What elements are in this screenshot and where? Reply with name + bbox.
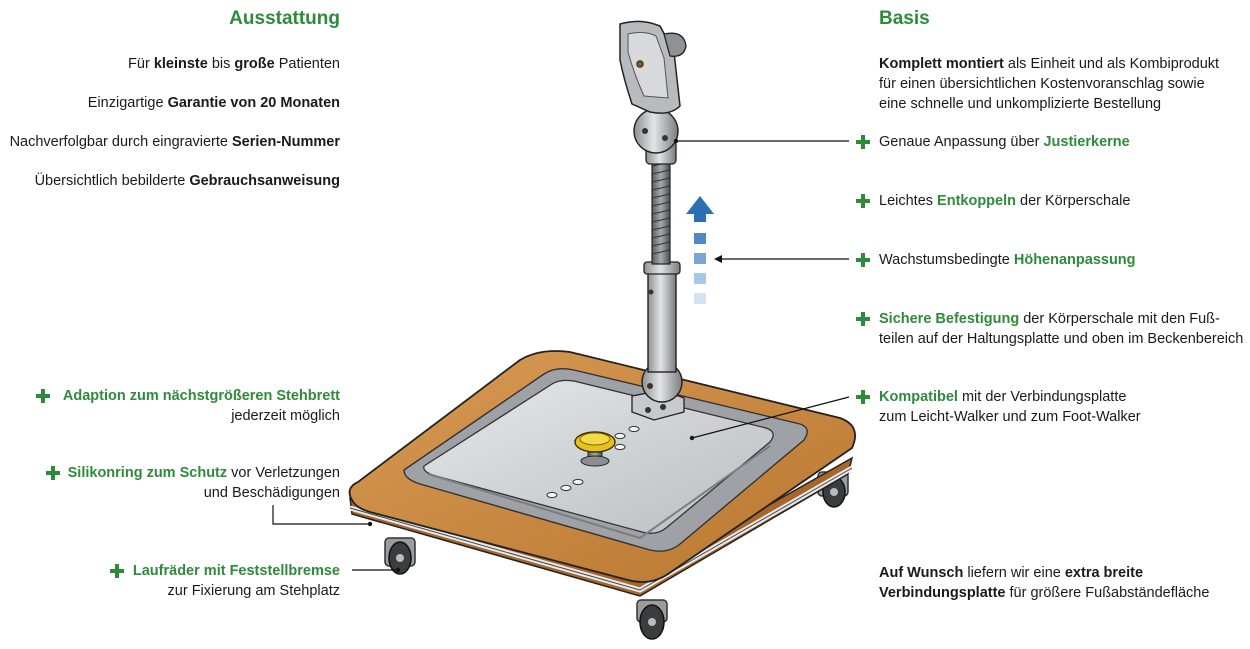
plus-icon: [46, 466, 60, 480]
feature-patient-size: Für kleinste bis große Patienten: [128, 56, 340, 72]
yellow-knob: [574, 431, 616, 467]
left-heading: Ausstattung: [229, 8, 340, 29]
right-heading: Basis: [879, 8, 930, 29]
leader-lines: [272, 140, 850, 571]
arrow-up-icon: [686, 196, 714, 304]
wheel-front: [636, 599, 668, 640]
feature-silicone-ring: Silikonring zum Schutz vor Verletzungen …: [67, 465, 340, 501]
clamp-head: [619, 20, 687, 114]
feature-guarantee: Einzigartige Garantie von 20 Monaten: [87, 95, 340, 111]
feature-adjustment-cores: Genaue Anpassung über Justierkerne: [879, 134, 1130, 150]
plus-icon: [856, 312, 870, 326]
plus-icon: [110, 564, 124, 578]
feature-compatible: Kompatibel mit der Verbindungsplatte zum…: [879, 389, 1141, 425]
outro-wide-plate: Auf Wunsch liefern wir eine extra breite…: [879, 565, 1210, 601]
plus-icon: [856, 253, 870, 267]
plus-icon: [36, 389, 50, 403]
feature-serial-number: Nachverfolgbar durch eingravierte Serien…: [9, 134, 340, 150]
feature-secure-fixing: Sichere Befestigung der Körperschale mit…: [879, 311, 1244, 347]
plus-icon: [856, 390, 870, 404]
feature-decoupling: Leichtes Entkoppeln der Körperschale: [879, 193, 1131, 209]
feature-adaption: Adaption zum nächstgrößeren Stehbrett je…: [62, 388, 340, 424]
wheel-front-left: [384, 537, 416, 575]
intro-assembled: Komplett montiert als Einheit und als Ko…: [879, 56, 1220, 112]
plus-icon: [856, 194, 870, 208]
feature-height-adjustment: Wachstumsbedingte Höhenanpassung: [879, 252, 1136, 268]
feature-wheels: Laufräder mit Feststellbremse zur Fixier…: [132, 563, 340, 599]
plus-icon: [856, 135, 870, 149]
feature-manual: Übersichtlich bebilderte Gebrauchsanweis…: [34, 173, 340, 189]
plate-holes: [546, 425, 640, 499]
